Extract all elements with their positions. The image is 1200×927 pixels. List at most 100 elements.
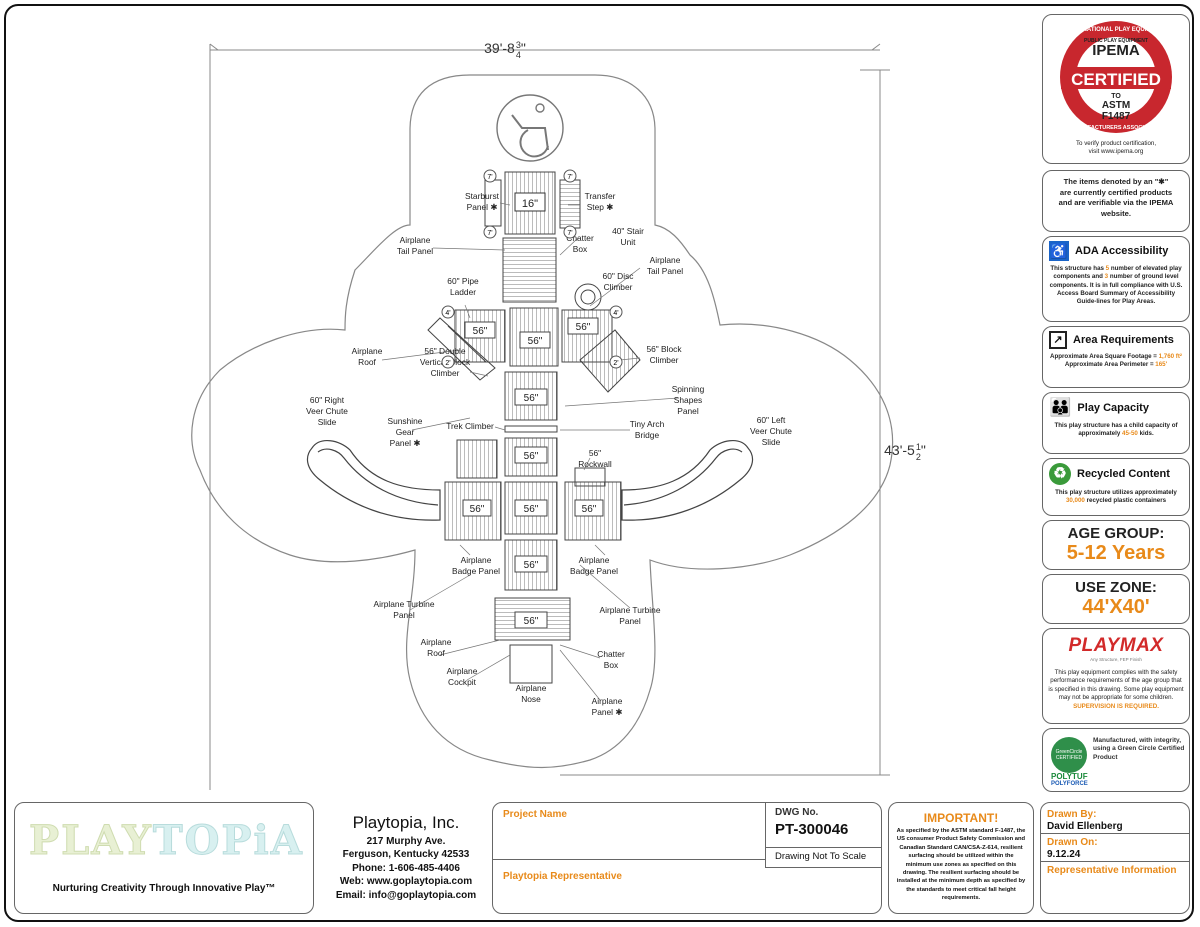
deck-height-label: 7'	[567, 230, 572, 237]
project-panel: Project Name Playtopia Representative DW…	[492, 802, 882, 914]
ada-panel: ♿ ADA Accessibility This structure has 5…	[1042, 236, 1190, 322]
ipema-certified-seal-icon: IPEMA CERTIFIED TO ASTM F1487 INTERNATIO…	[1060, 21, 1172, 133]
svg-text:PUBLIC PLAY EQUIPMENT: PUBLIC PLAY EQUIPMENT	[1084, 38, 1148, 44]
project-name-label: Project Name	[503, 809, 567, 820]
right-veer-chute-slide	[306, 440, 441, 521]
address-line-2: Ferguson, Kentucky 42533	[342, 849, 470, 861]
dwg-number: PT-300046	[775, 821, 849, 838]
deck-bottom-mid: 56"	[524, 560, 539, 571]
deck-post-marker	[609, 355, 623, 369]
ada-text: This structure has 5 number of elevated …	[1049, 265, 1183, 306]
playtopia-logo: PLAYTOPiA	[29, 817, 304, 865]
use-zone-value: 44'X40'	[1082, 596, 1150, 618]
important-text: As specified by the ASTM standard F-1487…	[896, 828, 1026, 902]
important-panel: IMPORTANT! As specified by the ASTM stan…	[888, 802, 1034, 914]
polytuf-logo: POLYTUF POLYFORCE	[1051, 772, 1088, 788]
capacity-text: This play structure has a child capacity…	[1054, 422, 1178, 438]
deck-height-label: 2'	[445, 360, 450, 367]
height-dimension	[560, 69, 890, 776]
area-text: Approximate Area Square Footage = 1,760 …	[1050, 353, 1182, 369]
deck-mid-2: 56"	[524, 451, 539, 462]
wheelchair-icon: ♿	[1049, 241, 1069, 261]
deck-post-marker	[483, 169, 497, 183]
playmax-sub: Any Structure, FEP Finish	[1090, 657, 1142, 662]
deck-height-label: 7'	[487, 230, 492, 237]
leader-lines	[381, 202, 679, 701]
svg-text:CERTIFIED: CERTIFIED	[1071, 70, 1161, 89]
company-info: Playtopia, Inc. 217 Murphy Ave. Ferguson…	[326, 812, 486, 902]
deck-top-56a: 56"	[473, 326, 488, 337]
rep-label: Playtopia Representative	[503, 871, 622, 882]
scale-note: Drawing Not To Scale	[775, 851, 867, 862]
info-sidebar: IPEMA CERTIFIED TO ASTM F1487 INTERNATIO…	[1042, 14, 1190, 792]
deck-top-56b: 56"	[528, 336, 543, 347]
stair-unit	[502, 237, 557, 303]
area-title: Area Requirements	[1073, 334, 1174, 346]
transfer-deck	[484, 171, 581, 235]
ipema-panel: IPEMA CERTIFIED TO ASTM F1487 INTERNATIO…	[1042, 14, 1190, 164]
address-line-1: 217 Murphy Ave.	[366, 835, 446, 847]
deck-post-marker	[441, 355, 455, 369]
double-block-climber	[427, 317, 496, 381]
deck-lower-right: 56"	[582, 504, 597, 515]
trek-climber	[456, 439, 498, 479]
deck-post-marker	[441, 305, 455, 319]
green-circle-text: Manufactured, with integrity, using a Gr…	[1093, 737, 1185, 761]
dwg-label: DWG No.	[775, 807, 819, 818]
important-title: IMPORTANT!	[923, 811, 999, 825]
left-veer-chute-slide	[621, 440, 754, 521]
deck-top-56c: 56"	[576, 322, 591, 333]
deck-nose: 56"	[524, 616, 539, 627]
deck-height-label: 2'	[613, 360, 618, 367]
svg-text:INTERNATIONAL PLAY EQUIPMENT: INTERNATIONAL PLAY EQUIPMENT	[1065, 27, 1168, 33]
playmax-panel: PLAYMAX Any Structure, FEP Finish This p…	[1042, 628, 1190, 724]
deck-height-label: 4'	[613, 310, 618, 317]
side-decks	[444, 481, 622, 541]
deck-height-label: 7'	[487, 174, 492, 181]
drawn-on: 9.12.24	[1047, 849, 1081, 860]
deck-16: 16"	[522, 198, 538, 210]
deck-post-marker	[609, 305, 623, 319]
capacity-panel: 👪 Play Capacity This play structure has …	[1042, 392, 1190, 454]
ipema-verify-text: To verify product certification, visit w…	[1075, 140, 1157, 156]
age-group-value: 5-12 Years	[1066, 542, 1166, 564]
recycle-icon: ♻	[1049, 463, 1071, 485]
rep-info-label: Representative Information	[1047, 865, 1177, 876]
deck-post-marker	[563, 169, 577, 183]
svg-text:MANUFACTURERS ASSOCIATION: MANUFACTURERS ASSOCIATION	[1071, 125, 1160, 131]
recycled-text: This play structure utilizes approximate…	[1055, 489, 1177, 505]
airplane-nose	[494, 597, 571, 684]
email: Email: info@goplaytopia.com	[335, 889, 477, 901]
upper-decks	[454, 307, 613, 367]
svg-text:ASTM: ASTM	[1102, 100, 1130, 111]
area-expand-icon: ↗	[1049, 331, 1067, 349]
use-zone-outline	[191, 74, 894, 769]
playmax-text: This play equipment complies with the sa…	[1048, 669, 1184, 710]
age-group-panel: AGE GROUP: 5-12 Years	[1042, 520, 1190, 570]
drawn-on-label: Drawn On:	[1047, 837, 1098, 848]
company-name: Playtopia, Inc.	[352, 813, 460, 832]
use-zone-heading: USE ZONE:	[1075, 579, 1157, 596]
